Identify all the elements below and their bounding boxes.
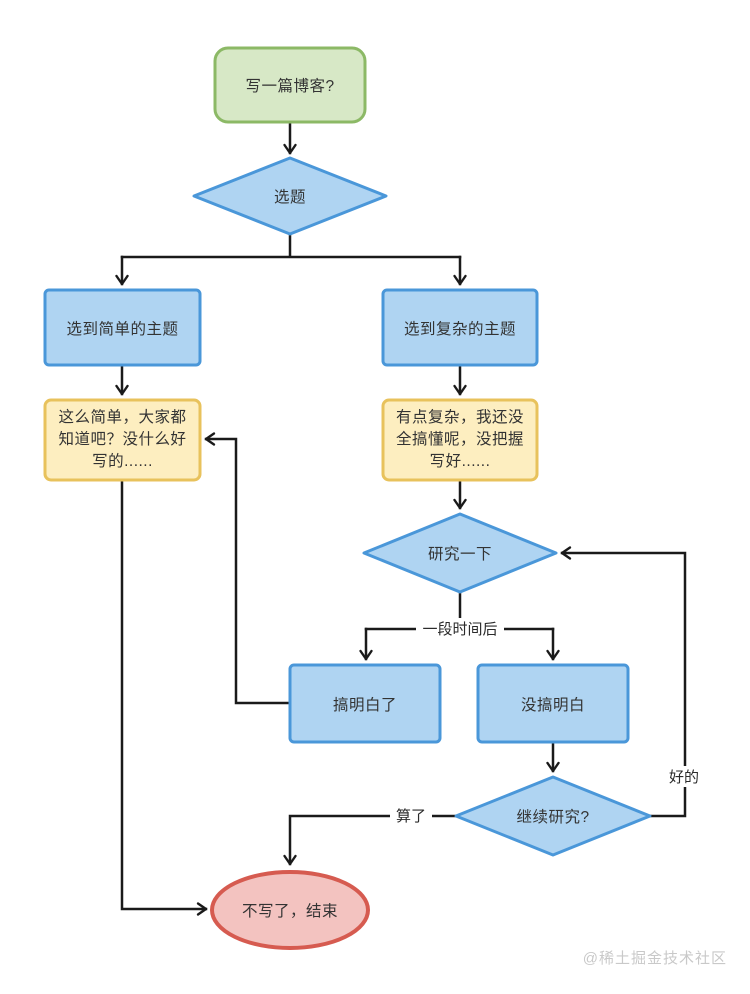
continue-research-diamond-shape [454,775,652,857]
complex-topic-node-shape [381,288,539,367]
complex-thought-node-shape [381,398,539,482]
connector-continue-forget-to-end [283,814,458,866]
watermark-text: @稀土掘金技术社区 [582,950,727,967]
simple-thought-node-shape [43,398,202,482]
connector-simple-thought-to-end [120,478,208,916]
connector-continue-ok-to-research [560,546,687,818]
start-node-shape [213,46,367,124]
end-node-shape [210,870,370,950]
simple-topic-node-shape [43,288,202,367]
research-diamond-shape [362,512,558,594]
understood-node-shape [288,663,442,744]
not-understood-node-shape [476,663,630,744]
connectors [115,120,687,916]
choose-topic-diamond-shape [192,156,388,236]
connector-choose-split [120,232,462,259]
connector-understood-to-simple-thought [204,432,292,705]
connector-research-split [364,590,555,631]
